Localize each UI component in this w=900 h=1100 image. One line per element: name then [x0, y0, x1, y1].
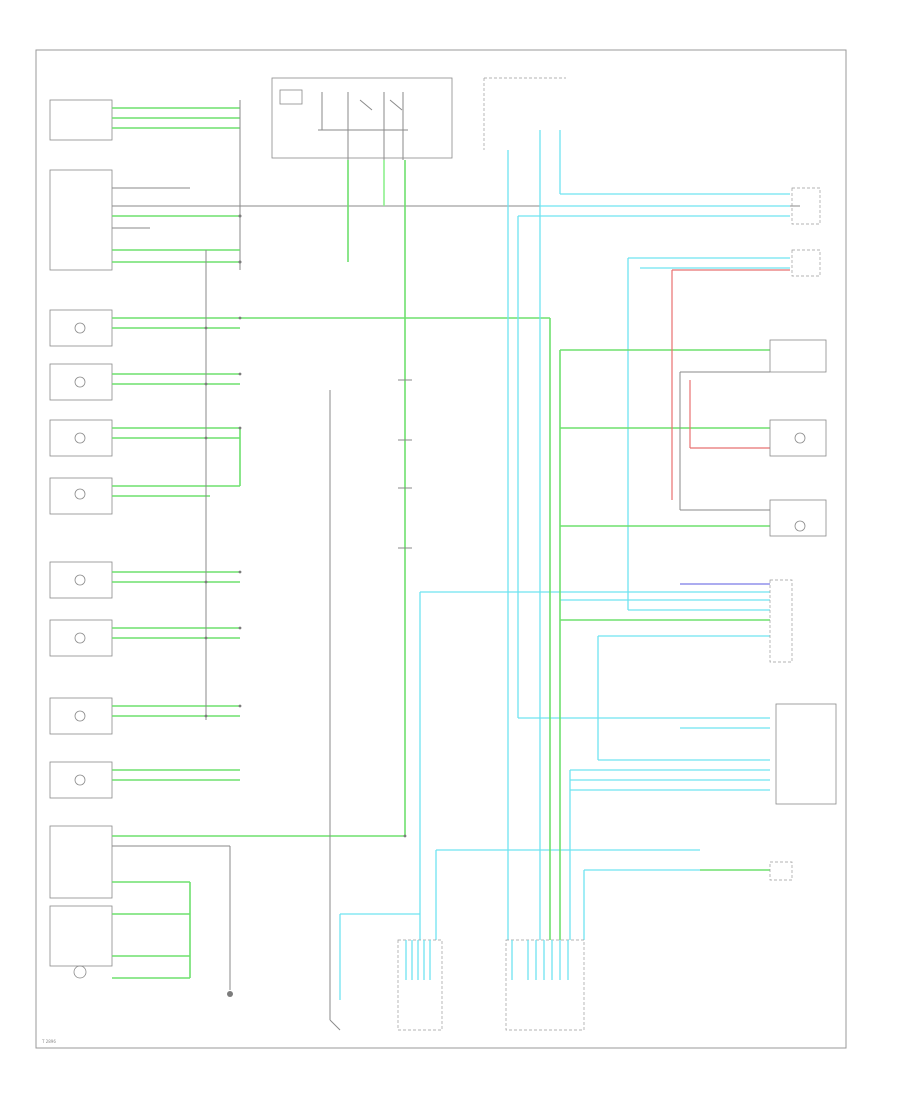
- left-switch-2: [49, 363, 240, 401]
- left-switch-1: [49, 309, 550, 347]
- left-switch-6: [49, 619, 240, 657]
- instrument-gauge: [775, 703, 837, 805]
- ground-point-left: [227, 991, 233, 997]
- right-switch-1: [769, 339, 827, 373]
- left-switch-5: [49, 561, 240, 599]
- left-switch-4: [49, 477, 240, 515]
- bottom-connector-right: [505, 939, 585, 1031]
- left-switch-3: [49, 419, 240, 457]
- accessory-light-connector: [769, 861, 793, 881]
- passenger-seat-heater: [49, 825, 405, 990]
- right-connector-top: [791, 187, 821, 277]
- dash-fuse-box: [483, 77, 566, 150]
- bottom-connector-left: [397, 939, 443, 1031]
- joint-connector-1: [398, 379, 412, 441]
- left-switch-7: [49, 697, 240, 735]
- ground-point-center: [329, 1019, 341, 1031]
- remote-control-receiver: [769, 419, 827, 457]
- audio-unit-connector: [49, 99, 800, 271]
- left-switch-8: [49, 761, 240, 799]
- ac-switch: [49, 881, 191, 979]
- diagram-reference-id: T 2896: [41, 1039, 56, 1044]
- diagram-frame: [35, 49, 847, 1049]
- underhood-fuse-box: [271, 77, 453, 160]
- right-connector-mid: [769, 579, 793, 663]
- left-courtesy-light: [769, 499, 827, 537]
